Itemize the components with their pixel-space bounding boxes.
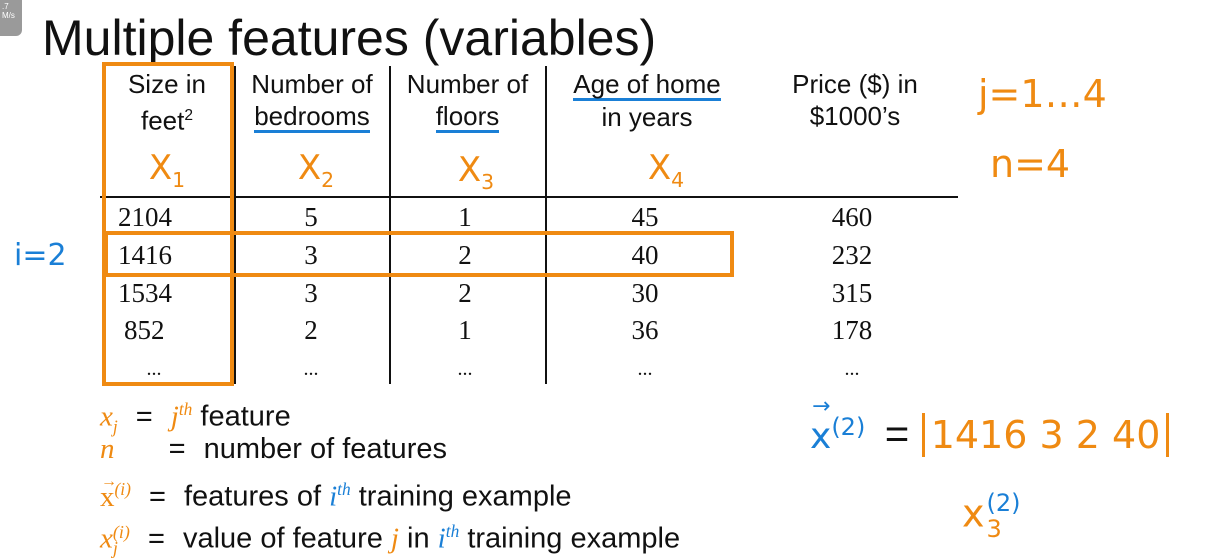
table-cell: 5 [304, 202, 318, 232]
table-cell: 2 [458, 240, 472, 270]
header-age: Age of home in years [573, 69, 721, 132]
col-divider-1 [234, 66, 236, 384]
slide-title: Multiple features (variables) [42, 10, 657, 66]
feature-label-x3: X3 [457, 150, 495, 194]
table-cell: ... [844, 358, 860, 380]
table-cell: 2 [304, 315, 318, 345]
definition-x-i: →x(i) = features of ith training example [100, 472, 572, 513]
j-range-annotation: j=1…4 [978, 72, 1107, 116]
table-cell: 2104 [118, 202, 172, 232]
n-count-annotation: n=4 [990, 142, 1071, 186]
table-cell: 2 [458, 278, 472, 308]
col-divider-3 [545, 66, 547, 384]
table-cell: 232 [831, 240, 873, 270]
row-highlight-box [104, 231, 734, 277]
header-divider [100, 196, 958, 198]
table-cell: ... [457, 358, 473, 380]
header-bedrooms: Number of bedrooms [251, 69, 373, 133]
table-cell: 40 [631, 240, 659, 270]
table-cell: ... [146, 358, 162, 380]
feature-label-x4: X4 [647, 148, 685, 192]
table-cell: 1534 [118, 278, 172, 308]
vector-symbol: →x(2) [810, 394, 866, 457]
table-cell: 3 [304, 278, 318, 308]
table-cell: 36 [631, 315, 659, 345]
speed-badge: .7 M/s [0, 0, 22, 36]
table-cell: 3 [304, 240, 318, 270]
table-cell: 315 [831, 278, 873, 308]
table-cell: 1416 [118, 240, 172, 270]
feature-label-x2: X2 [297, 148, 335, 192]
table-cell: ... [303, 358, 319, 380]
table-cell: ... [637, 358, 653, 380]
row-index-annotation: i=2 [14, 238, 67, 273]
header-floors: Number of floors [406, 69, 529, 133]
feature-label-x1: X1 [148, 148, 186, 192]
col-divider-2 [389, 66, 391, 384]
table-cell: 1 [458, 315, 472, 345]
definition-n: n = number of features [100, 433, 447, 465]
definition-xj-i: x (i) j = value of feature j in ith trai… [100, 521, 681, 558]
table-cell: 852 [124, 315, 165, 345]
x-j-i-example: x (2) 3 [962, 489, 1021, 543]
definition-xj: xj = jth feature [100, 399, 291, 437]
header-price: Price ($) in $1000’s [792, 69, 918, 131]
table-cell: 460 [831, 202, 873, 232]
table-cell: 45 [631, 202, 659, 232]
header-size: Size in feet2 [127, 69, 207, 136]
vector-example: →x(2) = 1416 3 2 40 [810, 394, 1170, 470]
table-cell: 1 [458, 202, 472, 232]
table-cell: 30 [631, 278, 659, 308]
vector-values: 1416 3 2 40 [921, 413, 1170, 457]
column-highlight-box [102, 62, 234, 386]
table-cell: 178 [831, 315, 873, 345]
